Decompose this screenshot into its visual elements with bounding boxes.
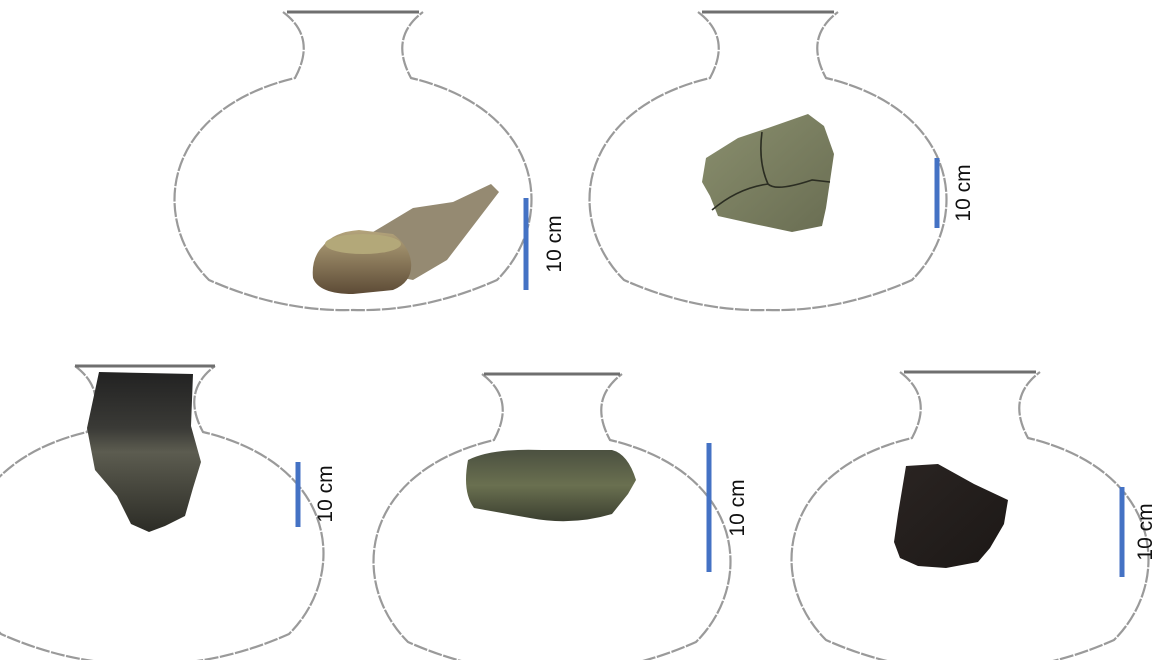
scale-bar-2-label: 10 cm xyxy=(952,164,975,221)
scale-bar-1: 10 cm xyxy=(526,198,566,290)
scale-bar-1-label: 10 cm xyxy=(543,215,566,272)
vessel-5 xyxy=(792,372,1149,660)
scale-bar-3-label: 10 cm xyxy=(314,465,337,522)
scale-bar-5-label: 10 cm xyxy=(1134,503,1157,560)
vessel-3 xyxy=(0,366,323,660)
vessel-4-sherd xyxy=(466,450,636,521)
vessel-2 xyxy=(590,12,947,310)
vessel-4 xyxy=(374,374,731,660)
vessel-1 xyxy=(175,12,532,310)
scale-bar-4-label: 10 cm xyxy=(726,479,749,536)
